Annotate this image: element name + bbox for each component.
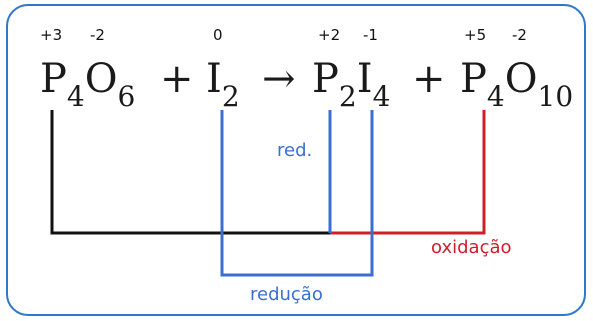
ox-number-p-product: +5	[464, 26, 486, 44]
eq-sub-4b: 4	[373, 80, 391, 113]
eq-sub-4c: 4	[487, 80, 505, 113]
ox-number-p-reactant: +3	[40, 26, 62, 44]
ox-number-i-p2i4: -1	[363, 26, 378, 44]
reduction-bracket	[220, 110, 374, 277]
eq-symbol-p2: P	[312, 56, 339, 102]
eq-plus-2: +	[412, 56, 446, 102]
eq-symbol-p4: P	[460, 56, 487, 102]
eq-symbol-i4: I	[357, 56, 373, 102]
ox-number-o-product: -2	[512, 26, 527, 44]
eq-sub-2b: 2	[339, 80, 357, 113]
eq-symbol-o10: O	[505, 56, 538, 102]
diagram-frame	[6, 4, 586, 316]
eq-symbol-i: I	[206, 56, 222, 102]
eq-sub-6: 6	[118, 80, 136, 113]
eq-plus-1: +	[160, 56, 194, 102]
chemical-equation: P4O6 + I2 → P2I4 + P4O10	[40, 56, 573, 116]
label-reduction: redução	[250, 284, 323, 305]
ox-number-p-p2i4: +2	[318, 26, 340, 44]
eq-sub-4: 4	[67, 80, 85, 113]
label-red: red.	[277, 140, 312, 161]
oxidation-line	[330, 110, 486, 235]
black-connector-line	[50, 110, 330, 235]
label-oxidation: oxidação	[431, 237, 512, 258]
eq-symbol-o: O	[85, 56, 118, 102]
eq-sub-2: 2	[222, 80, 240, 113]
eq-sub-10: 10	[538, 80, 574, 113]
ox-number-i2: 0	[213, 26, 223, 44]
ox-number-o-reactant: -2	[90, 26, 105, 44]
eq-symbol-p: P	[40, 56, 67, 102]
eq-arrow: →	[262, 56, 296, 102]
